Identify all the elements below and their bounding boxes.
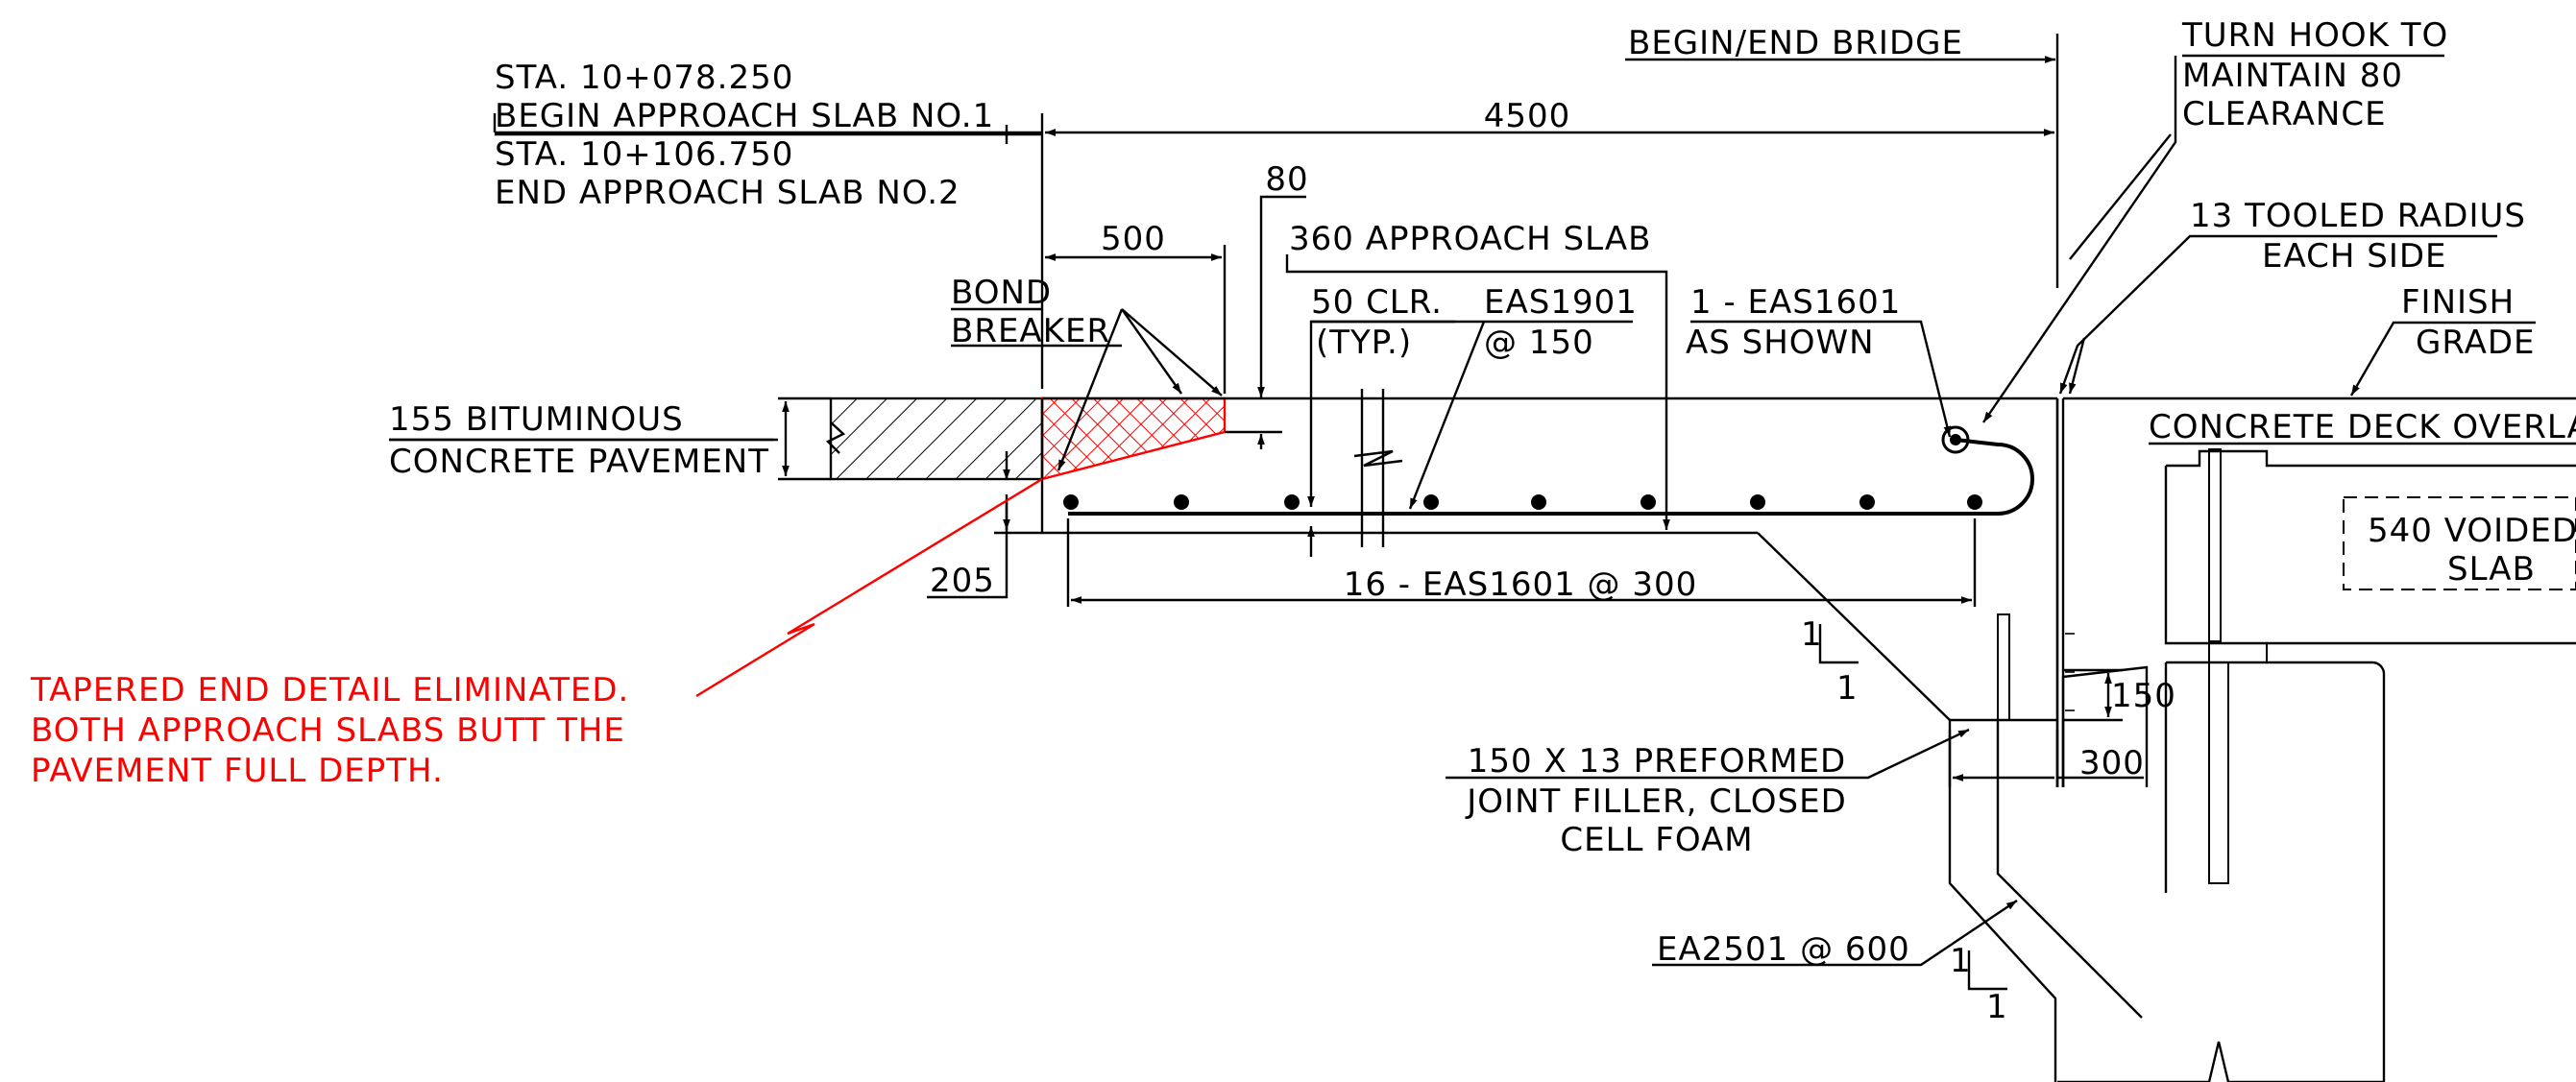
- label-voided-2: SLAB: [2447, 550, 2536, 589]
- label-approach-slab: 360 APPROACH SLAB: [1289, 220, 1651, 258]
- label-dim-500: 500: [1101, 220, 1166, 258]
- label-tooled-2: EACH SIDE: [2262, 237, 2447, 276]
- label-slope-a-1: 1: [1801, 615, 1823, 654]
- revision-note-line-2: BOTH APPROACH SLABS BUTT THE: [31, 711, 625, 750]
- label-clr-2: (TYP.): [1316, 324, 1412, 362]
- label-finish-1: FINISH: [2401, 283, 2515, 322]
- label-joint-1: 150 X 13 PREFORMED: [1468, 742, 1846, 781]
- label-sta-2: STA. 10+106.750: [495, 135, 793, 174]
- label-eas1601-2: AS SHOWN: [1686, 324, 1875, 362]
- revision-note-line-1: TAPERED END DETAIL ELIMINATED.: [30, 671, 629, 709]
- label-bond-1: BOND: [951, 274, 1052, 312]
- label-underlines: [389, 54, 2576, 445]
- label-ea2501: EA2501 @ 600: [1657, 930, 1910, 969]
- label-turn-hook-3: CLEARANCE: [2182, 95, 2387, 133]
- label-deck-overlay: CONCRETE DECK OVERLAY: [2149, 408, 2576, 446]
- label-bond-2: BREAKER: [951, 312, 1110, 350]
- label-dim-300: 300: [2079, 744, 2145, 782]
- label-joint-2: JOINT FILLER, CLOSED: [1465, 782, 1847, 821]
- bottom-bar-dots: [1063, 494, 1982, 510]
- label-turn-hook-1: TURN HOOK TO: [2181, 16, 2448, 55]
- revision-note-line-3: PAVEMENT FULL DEPTH.: [31, 752, 444, 790]
- label-eas1601-1: 1 - EAS1601: [1690, 283, 1901, 322]
- label-begin-end-bridge: BEGIN/END BRIDGE: [1628, 24, 1963, 62]
- label-finish-2: GRADE: [2416, 324, 2536, 362]
- label-bottom-bars: 16 - EAS1601 @ 300: [1344, 565, 1698, 604]
- revision-cloud-leader: [695, 477, 1043, 698]
- label-slope-b-2: 1: [1986, 988, 2008, 1026]
- label-joint-3: CELL FOAM: [1560, 821, 1753, 859]
- label-dim-150: 150: [2111, 677, 2176, 715]
- reinforcing-bars: [1063, 425, 2034, 516]
- label-bituminous-1: 155 BITUMINOUS: [389, 400, 684, 439]
- label-dim-4500: 4500: [1484, 97, 1571, 135]
- label-tooled-1: 13 TOOLED RADIUS: [2190, 197, 2526, 235]
- label-eas1901-2: @ 150: [1484, 324, 1594, 362]
- text-labels: BEGIN/END BRIDGE TURN HOOK TO MAINTAIN 8…: [30, 16, 2576, 1026]
- bituminous-pavement: [825, 397, 1044, 481]
- label-eas1901-1: EAS1901: [1484, 283, 1638, 322]
- label-dim-205: 205: [930, 562, 995, 600]
- label-clr-1: 50 CLR.: [1311, 283, 1443, 322]
- label-bituminous-2: CONCRETE PAVEMENT: [389, 443, 769, 481]
- label-end-slab: END APPROACH SLAB NO.2: [495, 174, 960, 212]
- label-dim-80: 80: [1265, 160, 1308, 199]
- label-begin-slab: BEGIN APPROACH SLAB NO.1: [495, 97, 994, 135]
- label-turn-hook-2: MAINTAIN 80: [2182, 57, 2403, 95]
- bond-breaker-hatch: [1040, 397, 1227, 481]
- label-slope-a-2: 1: [1836, 669, 1859, 708]
- label-slope-b-1: 1: [1950, 942, 1972, 980]
- label-voided-1: 540 VOIDED: [2368, 512, 2576, 550]
- label-sta-1: STA. 10+078.250: [495, 59, 793, 97]
- bridge-deck: [2057, 397, 2576, 1082]
